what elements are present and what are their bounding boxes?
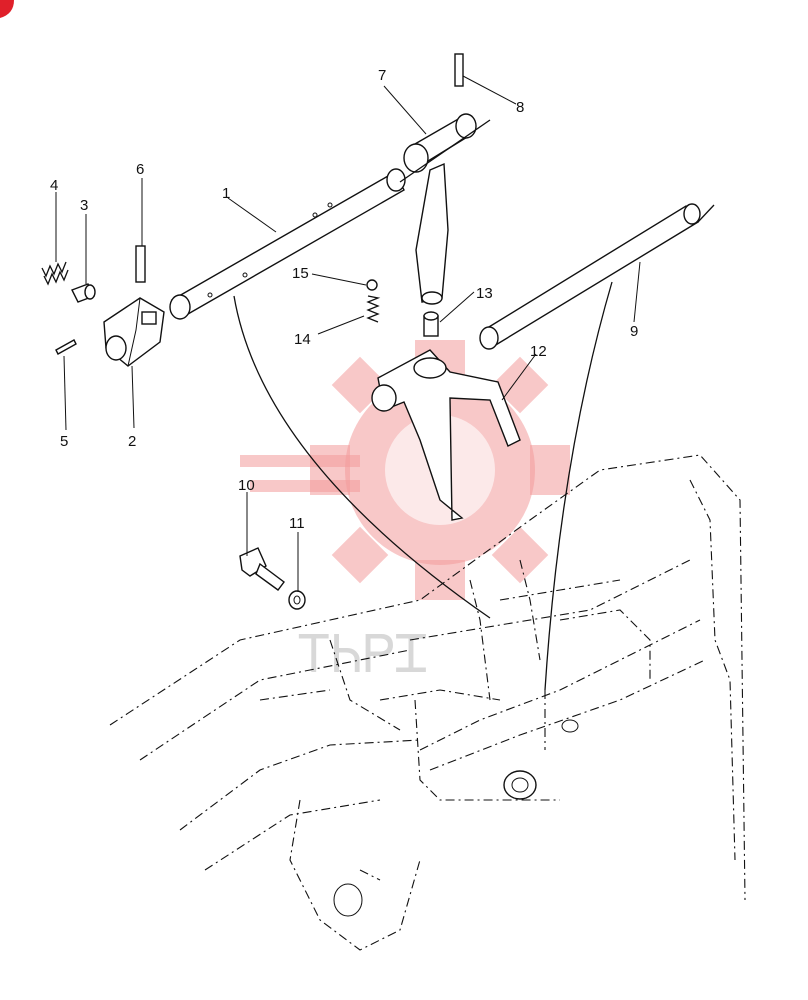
callout-5: 5 [60, 433, 68, 450]
assembly-lines [233, 119, 715, 750]
spring-4 [41, 261, 69, 286]
washer-11 [288, 590, 306, 610]
housing-mount-hole [333, 883, 363, 917]
callout-10: 10 [238, 477, 255, 494]
callout-7: 7 [378, 67, 386, 84]
plug-3 [71, 283, 96, 303]
pin-8 [454, 53, 464, 87]
callouts: 1 2 3 4 5 6 7 8 9 10 11 12 13 14 15 [50, 67, 638, 532]
corner-mark [0, 0, 14, 18]
selector-block-2 [103, 297, 165, 367]
housing-seal-bore [511, 777, 529, 793]
callout-13: 13 [476, 285, 493, 302]
ball-15 [366, 279, 378, 291]
callout-12: 12 [530, 343, 547, 360]
shift-rail-1 [169, 168, 406, 320]
spring-14 [366, 295, 381, 323]
pin-5 [55, 339, 77, 355]
callout-15: 15 [292, 265, 309, 282]
callout-1: 1 [222, 185, 230, 202]
housing-seal [503, 770, 537, 800]
callout-11: 11 [289, 515, 305, 532]
shift-lever-7 [403, 113, 477, 305]
callout-8: 8 [516, 99, 524, 116]
callout-9: 9 [630, 323, 638, 340]
callout-6: 6 [136, 161, 144, 178]
shift-fork-12 [371, 349, 521, 521]
watermark-text: ᎢᏂᏢᏆ [298, 626, 429, 684]
housing-rail-bore [561, 719, 579, 733]
callout-4: 4 [50, 177, 58, 194]
leader-lines [55, 75, 641, 592]
poppet-13 [423, 311, 439, 337]
shift-rail-9 [479, 203, 701, 350]
roll-pin-6 [135, 245, 146, 283]
transmission-housing [109, 454, 746, 951]
callout-2: 2 [128, 433, 136, 450]
callout-14: 14 [294, 331, 311, 348]
callout-3: 3 [80, 197, 88, 214]
